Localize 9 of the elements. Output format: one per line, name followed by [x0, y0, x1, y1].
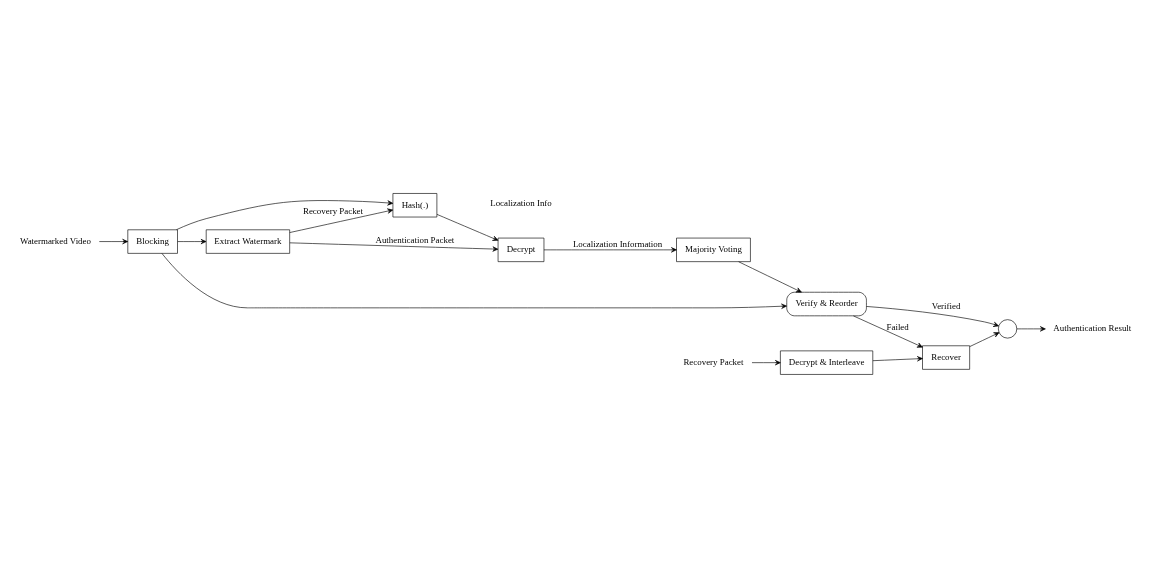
edge-label: Localization Information — [572, 238, 663, 249]
edge-label: Verified — [931, 300, 961, 311]
edge-label: Recovery Packet — [302, 205, 364, 216]
label: Localization Info — [490, 197, 552, 208]
node-text: Watermarked Video — [19, 235, 91, 246]
edge-label: Authentication Packet — [375, 234, 455, 245]
edge-label: Failed — [886, 321, 909, 332]
node-text: Authentication Result — [1053, 322, 1132, 333]
node-text: Recovery Packet — [683, 356, 744, 367]
